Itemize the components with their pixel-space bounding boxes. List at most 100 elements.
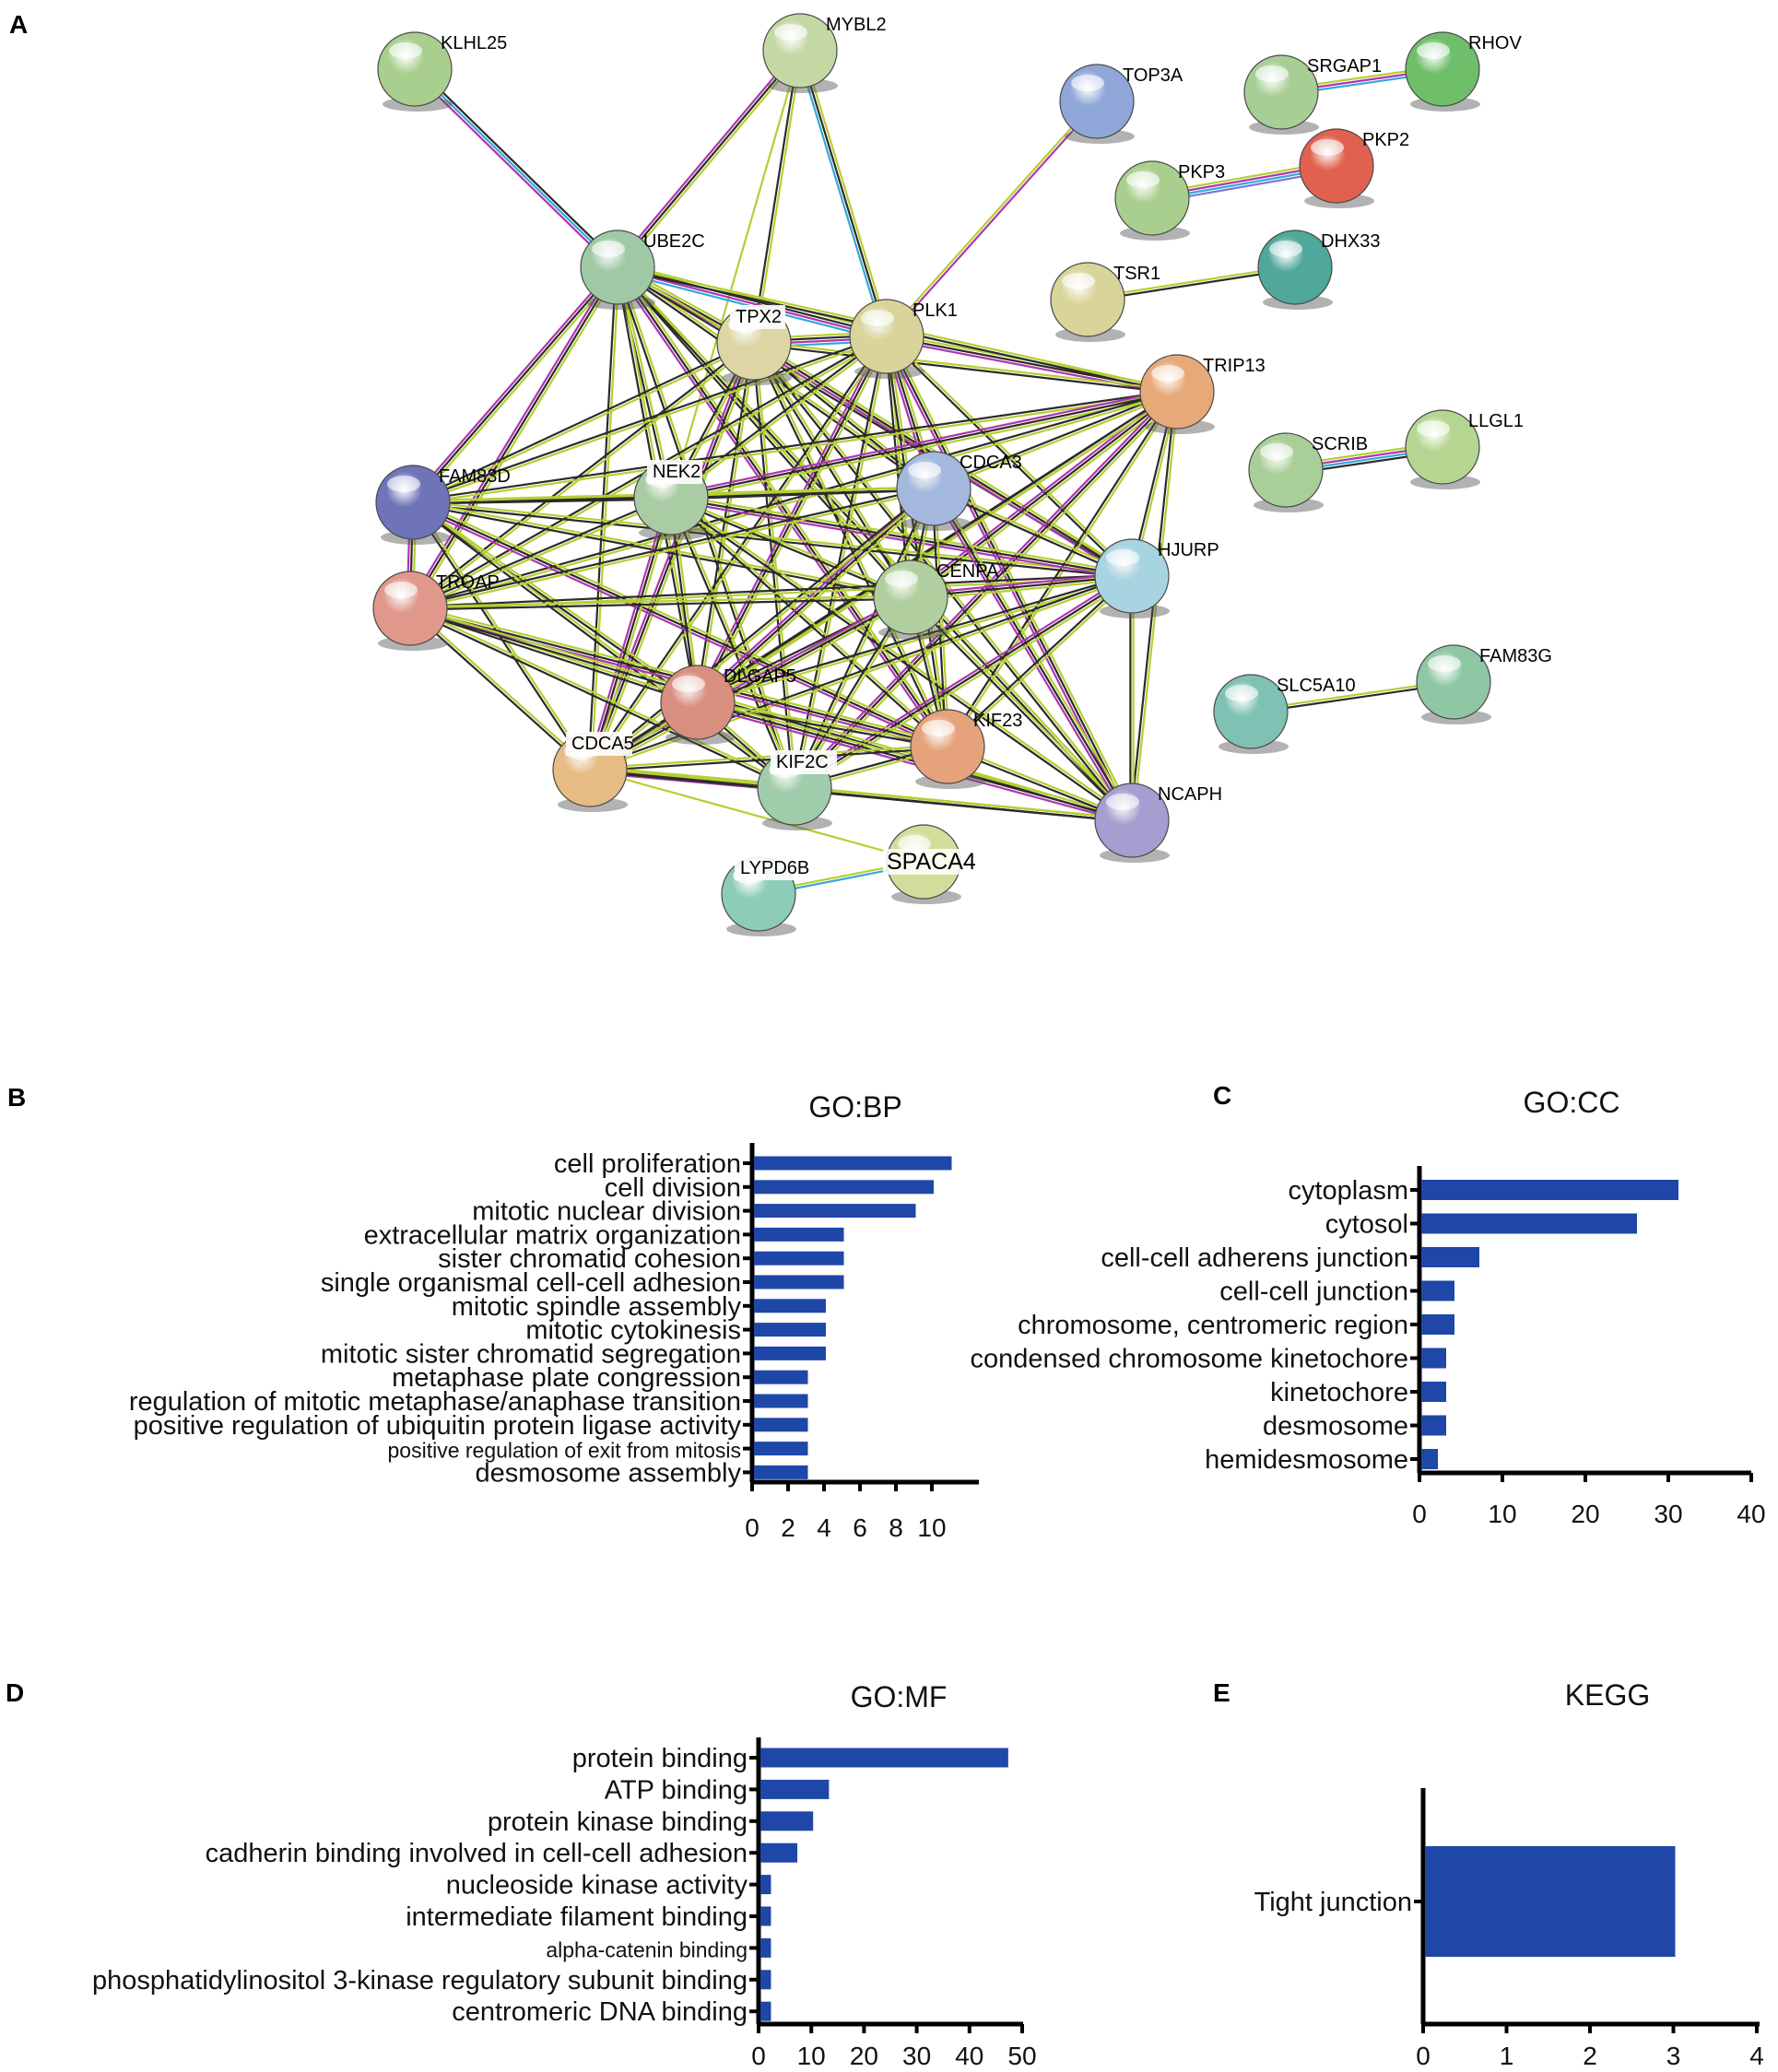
network-node-label: LYPD6B xyxy=(740,858,809,878)
network-edge-strand xyxy=(1132,391,1180,822)
network-node-fam83g[interactable]: FAM83G xyxy=(1416,644,1552,724)
network-edge-strand xyxy=(409,606,796,788)
network-node-top3a[interactable]: TOP3A xyxy=(1059,64,1183,144)
x-tick-label: 8 xyxy=(889,1513,903,1542)
x-tick-label: 4 xyxy=(1749,2042,1764,2070)
x-tick-label: 30 xyxy=(1654,1500,1682,1528)
network-edge-tpx2-trip13 xyxy=(752,340,1179,394)
network-node-label: TOP3A xyxy=(1123,65,1183,86)
x-tick-label: 2 xyxy=(1583,2042,1597,2070)
network-node-pkp2[interactable]: PKP2 xyxy=(1299,128,1409,208)
node-highlight xyxy=(387,476,420,492)
category-label: phosphatidylinositol 3-kinase regulatory… xyxy=(92,1966,748,1995)
network-node-dhx33[interactable]: DHX33 xyxy=(1257,230,1380,310)
bar xyxy=(754,1370,808,1384)
category-label: kinetochore xyxy=(1270,1378,1408,1407)
network-node-srgap1[interactable]: SRGAP1 xyxy=(1243,54,1382,135)
network-edge-strand xyxy=(911,595,1135,820)
network-node-lypd6b[interactable]: LYPD6B xyxy=(721,856,812,936)
network-node-pkp3[interactable]: PKP3 xyxy=(1114,160,1225,241)
network-edge-strand xyxy=(669,489,936,500)
network-edge-strand xyxy=(409,606,593,770)
network-edge-strand xyxy=(618,265,913,598)
bar xyxy=(760,1875,771,1895)
network-node-label: PKP2 xyxy=(1362,130,1409,150)
network-edge-strand xyxy=(408,608,699,705)
network-node-slc5a10[interactable]: SLC5A10 xyxy=(1213,674,1356,754)
network-node-fam83d[interactable]: FAM83D xyxy=(375,465,511,545)
network-edge-strand xyxy=(412,392,1179,505)
network-node-label: RHOV xyxy=(1468,33,1522,53)
bar xyxy=(754,1156,952,1171)
network-node-ube2c[interactable]: UBE2C xyxy=(580,230,705,310)
bar xyxy=(760,1748,1008,1768)
network-edge-ube2c-kif23 xyxy=(614,265,951,749)
chart-title: GO:CC xyxy=(1524,1086,1620,1119)
panel-letter-c: C xyxy=(1213,1081,1231,1110)
network-edge-strand xyxy=(412,500,797,788)
x-tick-label: 0 xyxy=(1412,1500,1427,1528)
network-edge-plk1-nek2 xyxy=(668,334,889,500)
network-node-label: KIF23 xyxy=(973,711,1022,731)
network-edge-strand xyxy=(801,48,891,337)
network-node-kif2c[interactable]: KIF2C xyxy=(757,750,837,830)
panel-letter-e: E xyxy=(1213,1678,1230,1707)
category-label: hemidesmosome xyxy=(1205,1445,1408,1475)
network-node-plk1[interactable]: PLK1 xyxy=(849,299,958,379)
category-label: desmosome xyxy=(1263,1412,1408,1442)
network-edge-strand xyxy=(408,495,672,608)
network-node-trip13[interactable]: TRIP13 xyxy=(1139,354,1266,434)
network-node-tpx2[interactable]: TPX2 xyxy=(716,305,792,385)
network-edge-strand xyxy=(589,489,936,772)
network-node-cenpa[interactable]: CENPA xyxy=(873,559,999,640)
network-edge-strand xyxy=(754,50,803,345)
network-edge-strand xyxy=(406,265,617,608)
network-edge-strand xyxy=(614,47,799,267)
node-label-background xyxy=(647,460,702,484)
network-edge-hjurp-dlgap5 xyxy=(696,573,1134,705)
network-node-troap[interactable]: TROAP xyxy=(372,571,500,651)
network-node-label: CDCA3 xyxy=(960,453,1022,473)
node-highlight xyxy=(908,462,941,478)
network-node-scrib[interactable]: SCRIB xyxy=(1248,432,1368,512)
network-edge-trip13-cdca3 xyxy=(932,389,1179,491)
network-node-klhl25[interactable]: KLHL25 xyxy=(377,31,507,112)
bar xyxy=(754,1251,844,1266)
node-highlight xyxy=(1269,241,1302,257)
network-node-kif23[interactable]: KIF23 xyxy=(910,709,1022,789)
network-node-mybl2[interactable]: MYBL2 xyxy=(762,13,887,93)
network-edge-strand xyxy=(585,495,670,771)
network-edge-strand xyxy=(887,334,1135,576)
network-edge-strand xyxy=(885,338,1178,396)
network-node-spaca4[interactable]: SPACA4 xyxy=(883,824,992,904)
x-tick-label: 3 xyxy=(1666,2042,1681,2070)
network-node-llgl1[interactable]: LLGL1 xyxy=(1405,409,1524,489)
network-node-ncaph[interactable]: NCAPH xyxy=(1094,783,1222,863)
network-edge-strand xyxy=(669,387,1178,496)
network-edge-strand xyxy=(409,606,700,702)
network-node-tsr1[interactable]: TSR1 xyxy=(1050,262,1160,342)
network-edge-strand xyxy=(407,608,591,772)
network-node-cdca3[interactable]: CDCA3 xyxy=(896,451,1022,531)
category-label: ATP binding xyxy=(605,1775,748,1805)
node-highlight xyxy=(1106,549,1139,566)
category-label: single organismal cell-cell adhesion xyxy=(321,1268,741,1298)
network-edge-strand xyxy=(792,572,1132,787)
network-node-nek2[interactable]: NEK2 xyxy=(633,460,709,540)
node-label-background xyxy=(771,750,837,774)
network-node-hjurp[interactable]: HJURP xyxy=(1094,538,1219,618)
network-node-rhov[interactable]: RHOV xyxy=(1405,31,1522,112)
category-label: mitotic cytokinesis xyxy=(525,1316,741,1346)
network-edge-strand xyxy=(410,502,795,791)
network-node-dlgap5[interactable]: DLGAP5 xyxy=(660,665,796,745)
category-label: extracellular matrix organization xyxy=(364,1220,741,1250)
bar xyxy=(760,2001,771,2021)
network-edge-strand xyxy=(933,392,1179,491)
network-node-label: FAM83G xyxy=(1479,646,1552,666)
network-edge-strand xyxy=(793,788,1133,823)
network-node-cdca5[interactable]: CDCA5 xyxy=(552,732,634,812)
node-highlight xyxy=(1106,794,1139,810)
category-label: cell-cell adherens junction xyxy=(1101,1243,1408,1273)
